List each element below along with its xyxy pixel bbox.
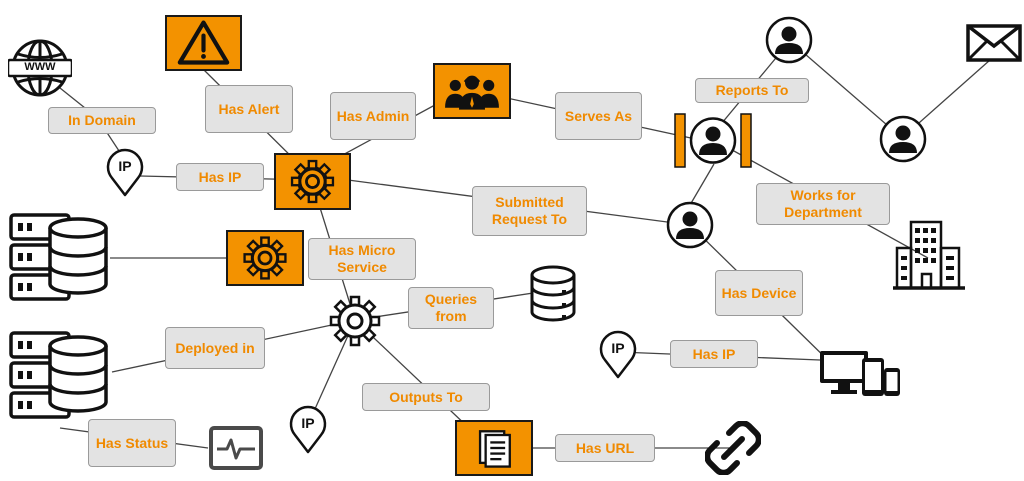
devices-icon bbox=[818, 348, 903, 400]
micro-service-node bbox=[226, 230, 304, 286]
label-queries-from: Queries from bbox=[408, 287, 494, 329]
label-submitted-request-to: Submitted Request To bbox=[472, 186, 587, 236]
person-icon-right bbox=[879, 115, 927, 163]
website-globe-icon: WWW bbox=[8, 36, 72, 100]
deployment-gear-icon bbox=[328, 294, 382, 348]
label-has-ip-service: Has IP bbox=[176, 163, 264, 191]
ip-pin-text: IP bbox=[118, 158, 132, 174]
server-database-icon-top bbox=[8, 212, 110, 302]
admin-node bbox=[433, 63, 511, 119]
url-link-icon bbox=[705, 421, 761, 475]
database-icon bbox=[529, 265, 577, 323]
label-has-device: Has Device bbox=[715, 270, 803, 316]
label-has-ip-device: Has IP bbox=[670, 340, 758, 368]
ip-pin-text-right: IP bbox=[611, 340, 625, 356]
warning-icon bbox=[177, 20, 230, 65]
ip-location-pin-icon-right: IP bbox=[598, 328, 638, 380]
building-icon bbox=[893, 218, 965, 292]
micro-service-gear-icon bbox=[243, 236, 287, 280]
server-database-icon-bottom bbox=[8, 330, 110, 420]
person-icon-top bbox=[765, 16, 813, 64]
document-icon bbox=[478, 430, 511, 468]
person-icon-requester bbox=[666, 201, 714, 249]
label-reports-to: Reports To bbox=[695, 78, 809, 103]
label-has-status: Has Status bbox=[88, 419, 176, 467]
ip-location-pin-icon-bottom: IP bbox=[288, 403, 328, 455]
email-envelope-icon bbox=[966, 24, 1022, 62]
label-has-admin: Has Admin bbox=[330, 92, 416, 140]
label-in-domain: In Domain bbox=[48, 107, 156, 134]
label-has-alert: Has Alert bbox=[205, 85, 293, 133]
label-serves-as: Serves As bbox=[555, 92, 642, 140]
status-monitor-icon bbox=[208, 425, 264, 471]
label-has-url: Has URL bbox=[555, 434, 655, 462]
service-gear-icon bbox=[290, 159, 335, 204]
globe-www-text: WWW bbox=[24, 61, 56, 73]
label-works-for-department: Works for Department bbox=[756, 183, 890, 225]
label-has-micro-service: Has Micro Service bbox=[308, 238, 416, 280]
alert-node bbox=[165, 15, 242, 71]
admin-group-icon bbox=[445, 75, 499, 110]
label-outputs-to: Outputs To bbox=[362, 383, 490, 411]
label-deployed-in: Deployed in bbox=[165, 327, 265, 369]
ip-location-pin-icon: IP bbox=[105, 146, 145, 198]
service-role-node bbox=[674, 113, 752, 168]
service-node bbox=[274, 153, 351, 210]
ip-pin-text-bottom: IP bbox=[301, 415, 315, 431]
document-output-node bbox=[455, 420, 533, 476]
